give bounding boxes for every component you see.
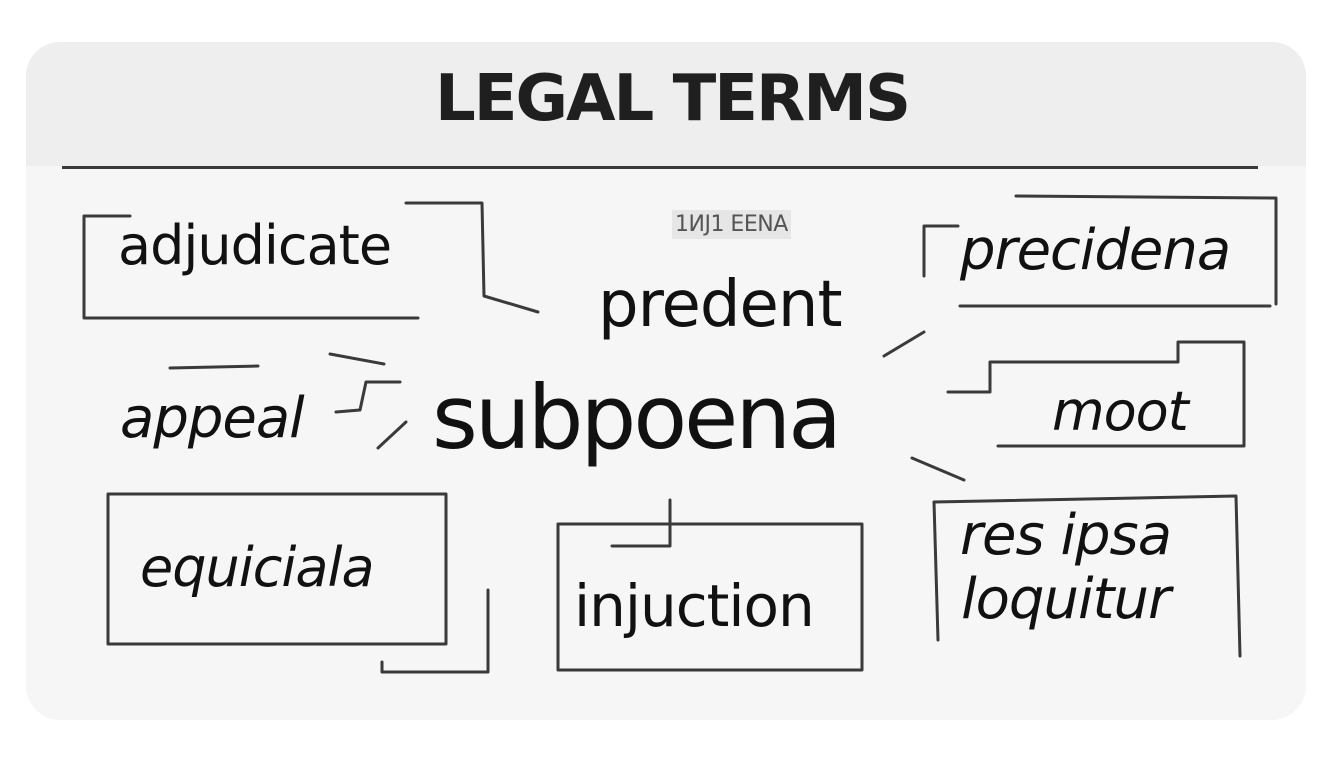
- small-label: 1ИJ1 EENA: [672, 210, 791, 239]
- term-precidena: precidena: [960, 218, 1231, 283]
- res-ipsa-box: [932, 494, 1242, 658]
- term-injuction: injuction: [574, 572, 815, 640]
- injuction-tab: [610, 498, 672, 548]
- precidena-box-left: [922, 224, 960, 278]
- center-term: subpoena: [432, 366, 842, 469]
- term-res-ipsa-loquitur: res ipsa loquitur: [960, 503, 1172, 632]
- term-moot: moot: [1052, 380, 1189, 443]
- diagram-title: LEGAL TERMS: [434, 62, 911, 136]
- appeal-line-top: [168, 364, 260, 370]
- appeal-line-b: [328, 352, 386, 366]
- term-appeal: appeal: [120, 386, 305, 451]
- appeal-slash: [376, 420, 408, 450]
- term-equiciala: equiciala: [140, 536, 375, 599]
- diagram-card: [26, 42, 1306, 720]
- term-predent: predent: [598, 268, 843, 342]
- precidena-box: [1014, 194, 1278, 306]
- adjudicate-connector: [404, 201, 540, 314]
- injuction-box: [556, 522, 864, 672]
- predent-connector-right: [882, 330, 926, 358]
- header-band: [26, 42, 1306, 166]
- moot-box: [946, 340, 1246, 448]
- title-divider: [62, 166, 1258, 169]
- res-ipsa-line-1: res ipsa: [960, 503, 1172, 568]
- adjudicate-box: [82, 214, 420, 320]
- equiciala-box: [106, 492, 448, 646]
- res-ipsa-line-2: loquitur: [961, 567, 1171, 632]
- subpoena-connector-right: [910, 456, 966, 482]
- term-adjudicate: adjudicate: [118, 214, 392, 277]
- equiciala-corner: [380, 588, 490, 674]
- appeal-hook: [334, 380, 402, 414]
